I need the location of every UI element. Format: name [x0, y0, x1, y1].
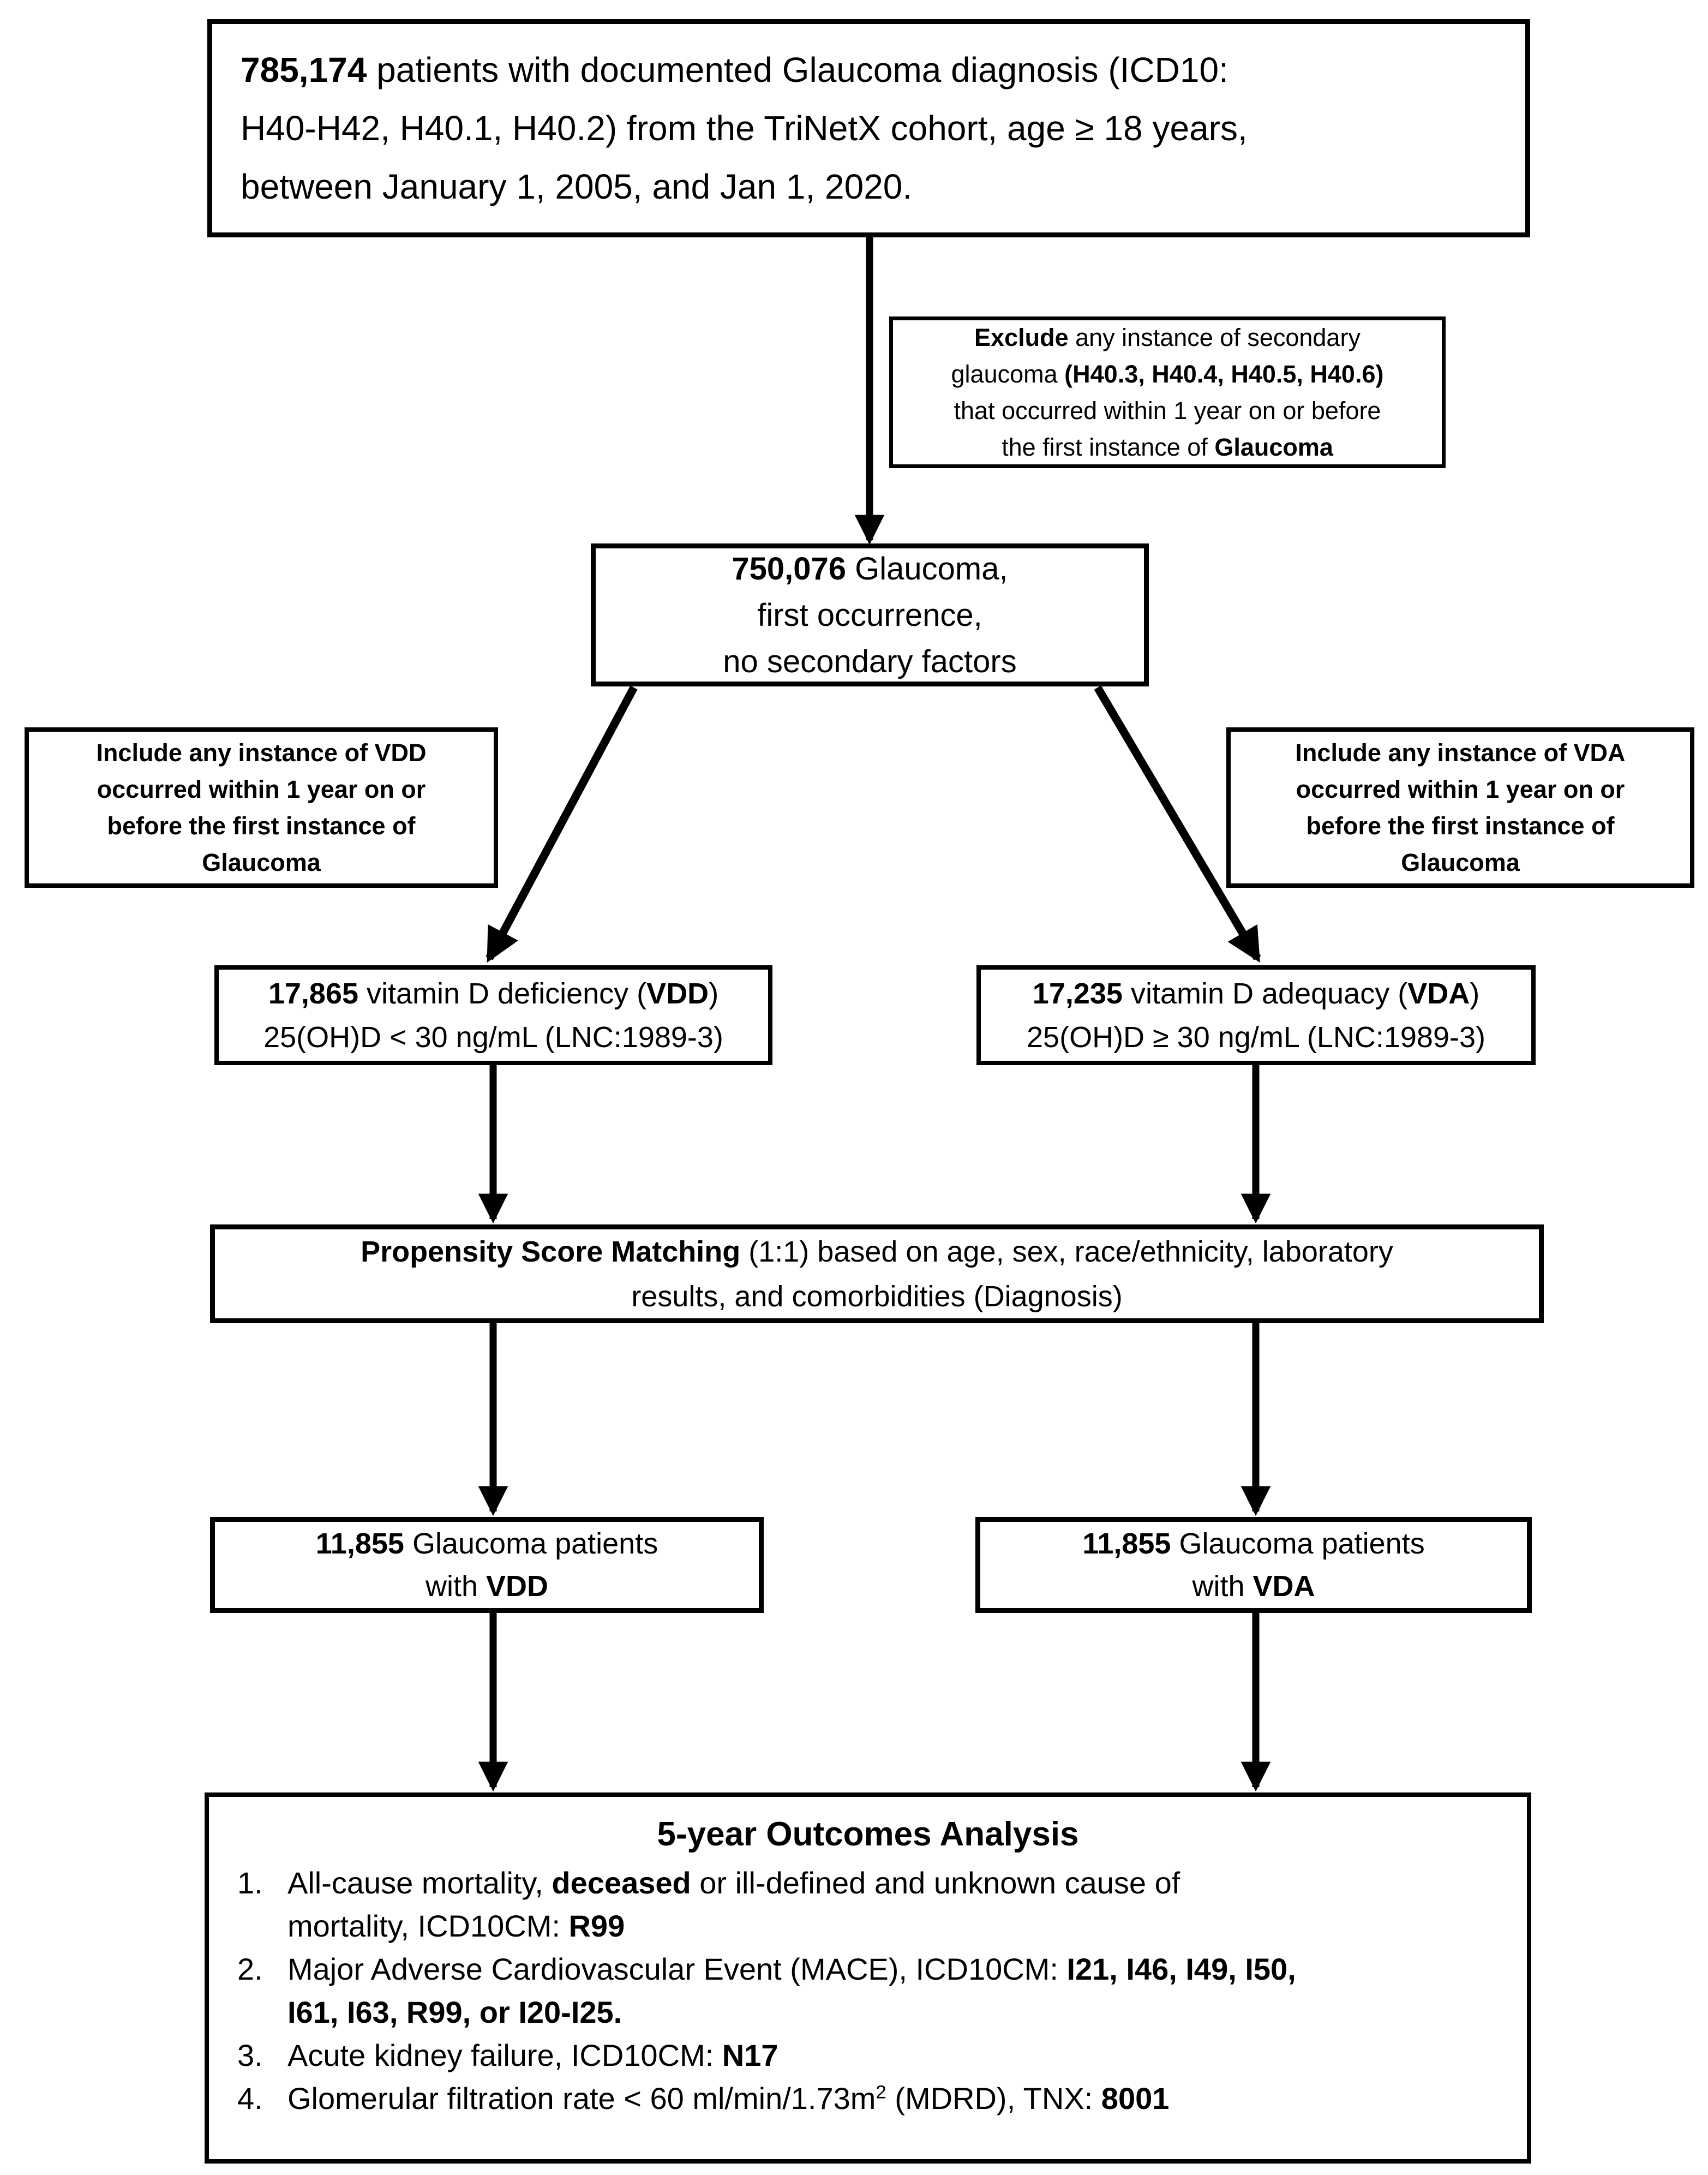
- vdd-line-1-text: vitamin D deficiency (: [358, 977, 647, 1010]
- outcome-4-superscript: 2: [876, 2082, 886, 2103]
- glaucoma-line-1-text: Glaucoma,: [846, 551, 1008, 587]
- exclude-line-1: Exclude any instance of secondary: [974, 319, 1361, 356]
- outcome-1-seg-3: mortality, ICD10CM:: [287, 1909, 569, 1943]
- vdd-abbr: VDD: [646, 977, 709, 1010]
- matched-vdd-line-2: with VDD: [425, 1565, 548, 1608]
- exclude-line-2-pre: glaucoma: [951, 360, 1065, 388]
- exclude-glaucoma-bold: Glaucoma: [1214, 433, 1333, 461]
- psm-line-1: Propensity Score Matching (1:1) based on…: [361, 1229, 1393, 1274]
- exclude-line-4: the first instance of Glaucoma: [1002, 429, 1333, 465]
- matched-vda-abbr: VDA: [1252, 1570, 1315, 1603]
- outcomes-title: 5-year Outcomes Analysis: [657, 1815, 1079, 1853]
- vda-line-1: 17,235 vitamin D adequacy (VDA): [1033, 972, 1479, 1015]
- matched-vdd-line-2-pre: with: [425, 1570, 487, 1603]
- cohort-line-3: between January 1, 2005, and Jan 1, 2020…: [241, 166, 913, 206]
- exclude-criteria-box: Exclude any instance of secondary glauco…: [889, 316, 1446, 468]
- outcome-item-2-number: 2.: [237, 1952, 263, 1986]
- outcome-4-bold-1: 8001: [1101, 2081, 1170, 2116]
- vdd-line-1-end: ): [709, 977, 719, 1010]
- glaucoma-first-occurrence-box: 750,076 Glaucoma, first occurrence, no s…: [591, 543, 1149, 686]
- outcome-item-4-number: 4.: [237, 2081, 263, 2116]
- cohort-box: 785,174 patients with documented Glaucom…: [207, 19, 1530, 237]
- include-vdd-line-3: before the first instance of: [107, 812, 416, 840]
- cohort-line-1-text: patients with documented Glaucoma diagno…: [367, 50, 1228, 89]
- vda-line-1-end: ): [1470, 977, 1480, 1010]
- outcome-item-3-text: Acute kidney failure, ICD10CM: N17: [287, 2034, 1499, 2077]
- outcome-2-bold-2: I61, I63, R99, or I20-I25.: [287, 1995, 622, 2029]
- glaucoma-line-1: 750,076 Glaucoma,: [732, 546, 1008, 592]
- glaucoma-line-2: first occurrence,: [757, 597, 982, 633]
- matched-vda-line-1: 11,855 Glaucoma patients: [1082, 1522, 1424, 1565]
- psm-title-bold: Propensity Score Matching: [361, 1235, 741, 1268]
- matched-vdd-line-1-text: Glaucoma patients: [404, 1527, 658, 1560]
- outcome-item-3: 3. Acute kidney failure, ICD10CM: N17: [237, 2034, 1499, 2077]
- outcome-1-seg-1: All-cause mortality,: [287, 1866, 552, 1900]
- outcome-item-3-number: 3.: [237, 2038, 263, 2072]
- psm-line-2: results, and comorbidities (Diagnosis): [631, 1280, 1123, 1313]
- vdd-count: 17,865: [268, 977, 358, 1010]
- include-vda-line-2: occurred within 1 year on or: [1296, 775, 1625, 803]
- outcome-3-seg-1: Acute kidney failure, ICD10CM:: [287, 2038, 722, 2072]
- outcome-4-seg-1: Glomerular filtration rate < 60 ml/min/1…: [287, 2081, 876, 2116]
- psm-line-1-text: (1:1) based on age, sex, race/ethnicity,…: [740, 1235, 1393, 1268]
- include-vdd-line-1: Include any instance of VDD: [96, 739, 427, 767]
- outcome-1-bold-2: R99: [568, 1909, 625, 1943]
- vda-count: 17,235: [1032, 977, 1123, 1010]
- exclude-line-4-pre: the first instance of: [1002, 433, 1215, 461]
- include-vda-line-3: before the first instance of: [1306, 812, 1615, 840]
- cohort-line-2: H40-H42, H40.1, H40.2) from the TriNetX …: [241, 108, 1248, 148]
- outcome-3-bold-1: N17: [722, 2038, 778, 2072]
- exclude-line-2: glaucoma (H40.3, H40.4, H40.5, H40.6): [951, 356, 1384, 392]
- vda-abbr: VDA: [1407, 977, 1470, 1010]
- exclude-bold: Exclude: [974, 324, 1069, 351]
- glaucoma-count: 750,076: [732, 551, 847, 587]
- outcome-item-1-text: All-cause mortality, deceased or ill-def…: [287, 1861, 1499, 1947]
- outcome-item-2: 2. Major Adverse Cardiovascular Event (M…: [237, 1947, 1499, 2034]
- glaucoma-line-3: no secondary factors: [723, 643, 1017, 679]
- include-vda-criteria-box: Include any instance of VDA occurred wit…: [1226, 727, 1694, 888]
- cohort-count: 785,174: [241, 50, 367, 89]
- matched-vda-line-2-pre: with: [1192, 1570, 1253, 1603]
- cohort-line-1: 785,174 patients with documented Glaucom…: [241, 41, 1514, 99]
- arrow-glaucoma-to-vda: [1094, 685, 1261, 963]
- outcome-item-2-text: Major Adverse Cardiovascular Event (MACE…: [287, 1947, 1499, 2034]
- arrow-glaucoma-to-vdd: [486, 685, 638, 963]
- matched-vdd-box: 11,855 Glaucoma patients with VDD: [210, 1517, 764, 1613]
- matched-vda-count: 11,855: [1082, 1527, 1171, 1560]
- vda-cohort-box: 17,235 vitamin D adequacy (VDA) 25(OH)D …: [976, 965, 1536, 1065]
- outcome-1-seg-2: or ill-defined and unknown cause of: [691, 1866, 1180, 1900]
- matched-vdd-count: 11,855: [315, 1527, 404, 1560]
- vdd-cohort-box: 17,865 vitamin D deficiency (VDD) 25(OH)…: [214, 965, 772, 1065]
- exclude-line-3: that occurred within 1 year on or before: [954, 397, 1381, 425]
- exclude-line-1-text: any instance of secondary: [1068, 324, 1361, 351]
- include-vdd-criteria-box: Include any instance of VDD occurred wit…: [25, 727, 498, 888]
- matched-vda-box: 11,855 Glaucoma patients with VDA: [975, 1517, 1532, 1613]
- outcome-2-bold-1: I21, I46, I49, I50,: [1066, 1952, 1296, 1986]
- exclude-codes: (H40.3, H40.4, H40.5, H40.6): [1064, 360, 1384, 388]
- vdd-line-1: 17,865 vitamin D deficiency (VDD): [268, 972, 718, 1015]
- outcome-item-4-text: Glomerular filtration rate < 60 ml/min/1…: [287, 2077, 1499, 2120]
- propensity-matching-box: Propensity Score Matching (1:1) based on…: [210, 1224, 1544, 1323]
- matched-vdd-abbr: VDD: [486, 1570, 549, 1603]
- outcomes-analysis-box: 5-year Outcomes Analysis 1. All-cause mo…: [205, 1792, 1531, 2164]
- outcome-item-1-number: 1.: [237, 1866, 263, 1900]
- outcome-2-seg-1: Major Adverse Cardiovascular Event (MACE…: [287, 1952, 1067, 1986]
- include-vda-line-1: Include any instance of VDA: [1295, 739, 1626, 767]
- vdd-line-2: 25(OH)D < 30 ng/mL (LNC:1989-3): [263, 1020, 723, 1054]
- include-vdd-line-4: Glaucoma: [202, 849, 321, 876]
- outcome-4-seg-2: (MDRD), TNX:: [886, 2081, 1101, 2116]
- matched-vda-line-2: with VDA: [1192, 1565, 1315, 1608]
- vda-line-2: 25(OH)D ≥ 30 ng/mL (LNC:1989-3): [1027, 1020, 1485, 1054]
- matched-vdd-line-1: 11,855 Glaucoma patients: [316, 1522, 658, 1565]
- outcome-item-1: 1. All-cause mortality, deceased or ill-…: [237, 1861, 1499, 1947]
- outcome-1-bold-1: deceased: [552, 1866, 691, 1900]
- include-vda-line-4: Glaucoma: [1401, 849, 1520, 876]
- include-vdd-line-2: occurred within 1 year on or: [97, 775, 426, 803]
- matched-vda-line-1-text: Glaucoma patients: [1171, 1527, 1425, 1560]
- outcome-item-4: 4. Glomerular filtration rate < 60 ml/mi…: [237, 2077, 1499, 2120]
- vda-line-1-text: vitamin D adequacy (: [1122, 977, 1408, 1010]
